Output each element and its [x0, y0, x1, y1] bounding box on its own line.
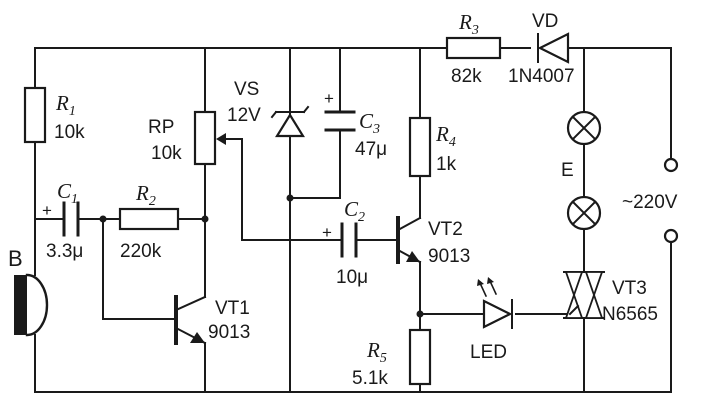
lamp-label: E [561, 160, 574, 181]
r4-resistor-symbol [408, 116, 432, 178]
rp-value: 10k [151, 143, 182, 164]
vs-zener-diode-symbol [270, 105, 310, 138]
r2-value: 220k [120, 241, 162, 262]
c2-designator: C2 [344, 197, 365, 225]
c3-designator: C3 [359, 109, 380, 137]
r1-value: 10k [54, 122, 85, 143]
vt1-label: VT1 [215, 298, 250, 319]
vt2-label: VT2 [428, 219, 463, 240]
r3-resistor-symbol [445, 36, 502, 60]
vt3-label: VT3 [612, 278, 647, 299]
led-symbol [477, 277, 513, 329]
vd-diode-symbol [537, 32, 570, 64]
c2-polarity: + [322, 223, 332, 242]
c1-capacitor-symbol [62, 201, 80, 237]
r5-designator: R5 [366, 338, 387, 366]
terminal-lower-icon [663, 228, 679, 244]
vt2-transistor-symbol [396, 216, 422, 264]
r3-value: 82k [451, 66, 482, 87]
vs-label: VS [234, 79, 259, 100]
r1-designator: R1 [55, 91, 76, 119]
lamp-e-upper-icon [566, 110, 602, 146]
r5-value: 5.1k [352, 368, 388, 389]
vt3-triac-symbol [563, 271, 605, 319]
vt3-value: N6565 [602, 304, 658, 325]
supply-voltage-label: ~220V [622, 192, 678, 213]
microphone-icon [14, 273, 49, 337]
vd-label: VD [532, 11, 558, 32]
vt1-value: 9013 [208, 322, 250, 343]
rp-potentiometer-symbol [193, 110, 243, 166]
r5-resistor-symbol [408, 328, 432, 386]
lamp-e-lower-icon [566, 195, 602, 231]
vt1-transistor-symbol [174, 295, 207, 345]
c3-capacitor-symbol [324, 110, 356, 132]
c3-polarity: + [324, 89, 334, 108]
vs-value: 12V [227, 105, 261, 126]
microphone-label: B [8, 246, 23, 271]
c1-designator: C1 [57, 179, 78, 207]
c2-value: 10μ [336, 267, 368, 288]
r4-value: 1k [436, 154, 457, 175]
junction-dots [99, 194, 424, 318]
r1-resistor-symbol [23, 86, 47, 144]
c3-value: 47μ [355, 139, 387, 160]
r3-designator: R3 [458, 10, 479, 38]
c2-capacitor-symbol [340, 222, 358, 258]
c1-polarity: + [42, 201, 52, 220]
r2-resistor-symbol [118, 207, 180, 231]
rp-label: RP [148, 117, 174, 138]
led-label: LED [470, 342, 507, 363]
c1-value: 3.3μ [46, 241, 83, 262]
r2-designator: R2 [135, 181, 156, 209]
vd-value: 1N4007 [508, 66, 575, 87]
vt2-value: 9013 [428, 246, 470, 267]
wires [34, 47, 672, 393]
terminal-upper-icon [663, 157, 679, 173]
r4-designator: R4 [435, 122, 456, 150]
